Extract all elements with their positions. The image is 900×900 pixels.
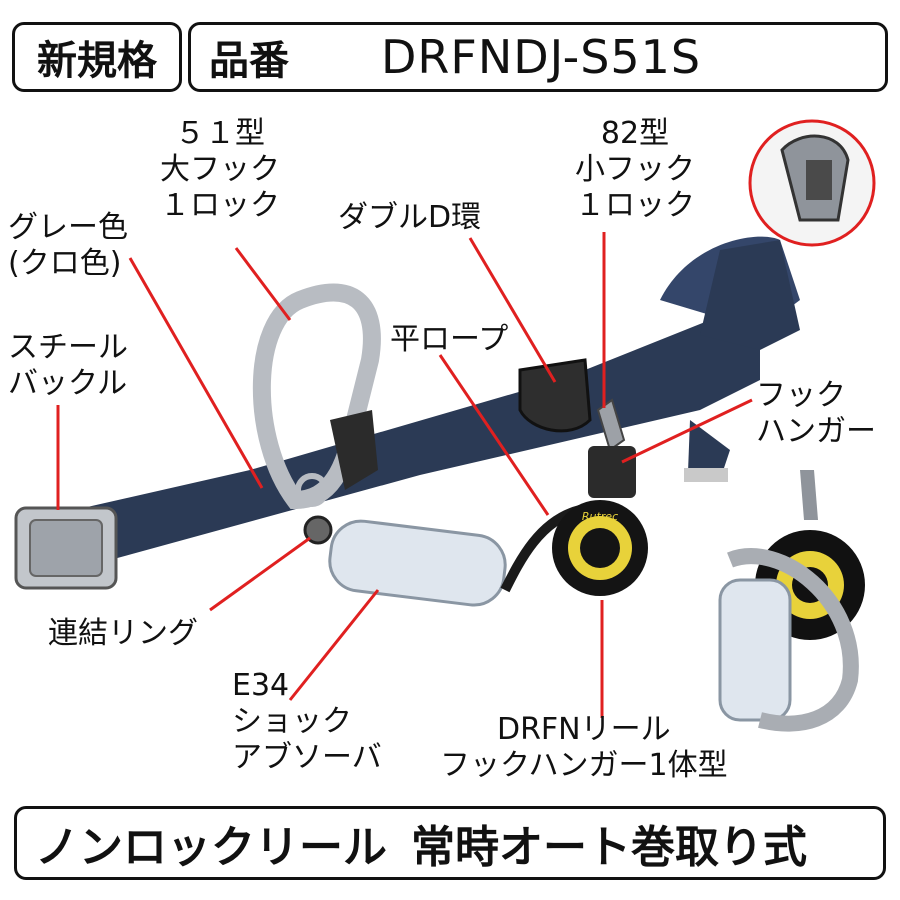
label-gray-color: グレー色 (クロ色) (8, 210, 128, 281)
hook-closeup-inset (748, 119, 876, 247)
product-code: DRFNDJ-S51S (381, 30, 702, 84)
feature-nonlock-reel: ノンロックリール (35, 822, 387, 873)
new-standard-badge: 新規格 (12, 22, 182, 92)
label-hook-hanger: フック ハンガー (756, 378, 876, 449)
connecting-ring (303, 515, 333, 545)
reel: Rutrec (552, 398, 648, 596)
feature-auto-retract: 常時オート巻取り式 (411, 822, 807, 873)
leader-lines (56, 232, 753, 718)
large-hook (252, 283, 381, 510)
steel-buckle (14, 506, 118, 590)
feature-banner: ノンロックリール 常時オート巻取り式 (14, 806, 886, 880)
label-steel-buckle: スチール バックル (8, 330, 128, 401)
double-d-ring (518, 358, 592, 433)
product-number-box: 品番 DRFNDJ-S51S (188, 22, 888, 92)
label-flat-rope: 平ロープ (390, 322, 509, 357)
belt (30, 236, 800, 560)
label-reel: DRFNリール フックハンガー1体型 (440, 712, 728, 783)
badge-text: 新規格 (37, 38, 157, 84)
shock-absorber (328, 519, 507, 607)
reel-brand: Rutrec (582, 510, 618, 523)
label-double-d-ring: ダブルD環 (338, 200, 482, 235)
label-connecting-ring: 連結リング (48, 616, 198, 651)
product-number-label: 品番 (209, 38, 289, 84)
label-small-hook: 82型 小フック １ロック (575, 116, 695, 223)
label-shock-absorber: E34 ショック アブソーバ (232, 668, 382, 775)
reel-side-view (718, 470, 865, 732)
label-large-hook: ５１型 大フック １ロック (160, 116, 280, 223)
